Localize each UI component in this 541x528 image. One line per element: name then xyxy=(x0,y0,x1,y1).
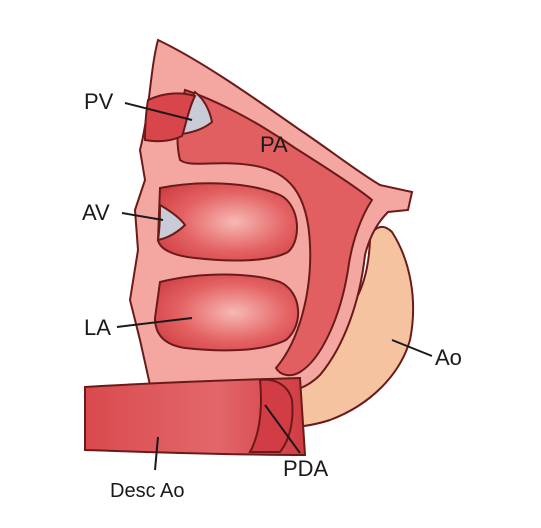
av-leader-line xyxy=(121,212,164,221)
descending-aorta xyxy=(84,376,307,457)
desc-ao-leader-line xyxy=(154,436,159,471)
pulmonary-artery-lumen xyxy=(176,88,374,377)
label-pv: PV xyxy=(84,89,114,114)
pda-leader-line xyxy=(264,404,301,454)
pv-chamber xyxy=(143,92,197,143)
label-ao: Ao xyxy=(435,345,462,370)
left-atrium-chamber xyxy=(153,273,300,352)
upper-chamber xyxy=(156,182,299,262)
label-desc-ao: Desc Ao xyxy=(110,480,184,502)
label-la: LA xyxy=(84,315,111,340)
la-leader-line xyxy=(116,317,193,328)
label-pda: PDA xyxy=(283,456,329,481)
label-av: AV xyxy=(82,200,110,225)
patent-ductus-arteriosus xyxy=(248,378,294,453)
aortic-valve xyxy=(156,203,187,242)
ao-leader-line xyxy=(391,339,433,357)
label-pa: PA xyxy=(260,132,288,157)
pv-leader-line xyxy=(124,102,193,121)
